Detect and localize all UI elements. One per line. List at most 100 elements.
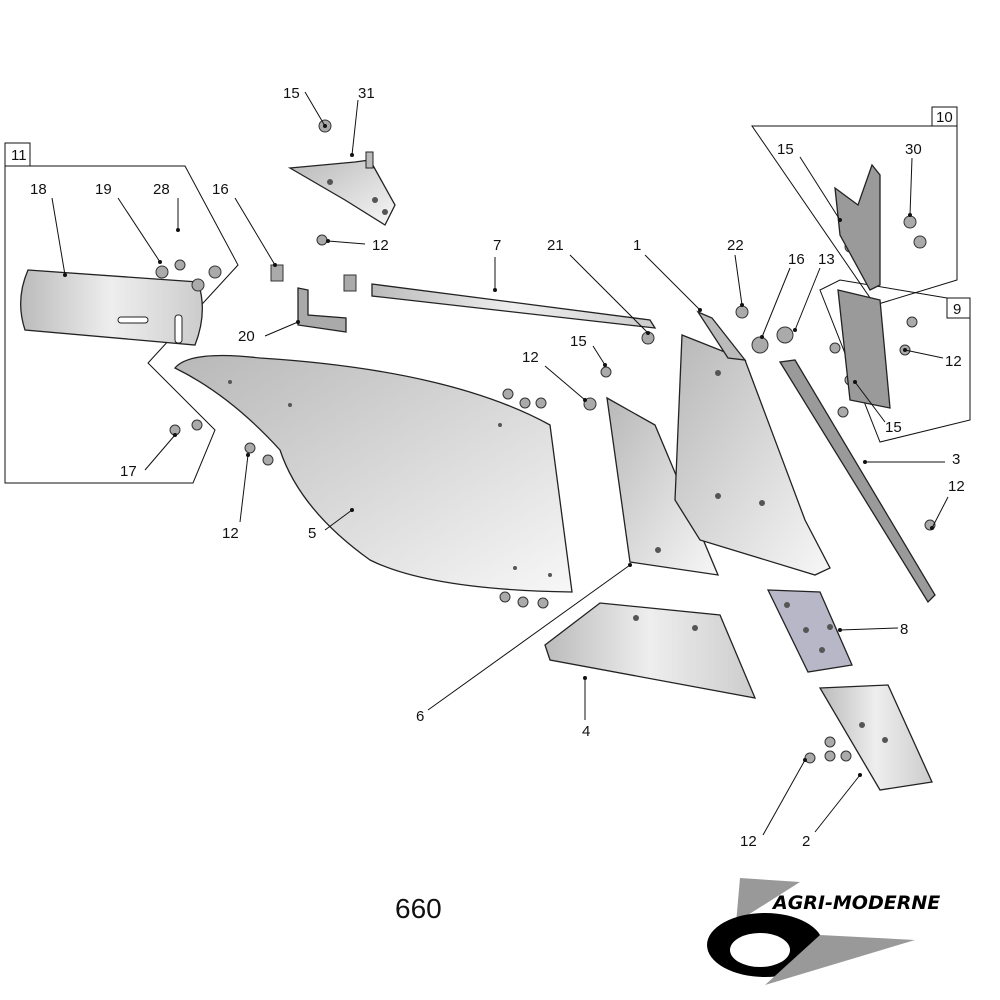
leader-arrowhead (603, 363, 607, 367)
leader-arrowhead (760, 335, 764, 339)
leader-arrowhead (173, 433, 177, 437)
part-1-frog (674, 310, 831, 576)
leader-line (854, 381, 886, 423)
brand-name: AGRI-MODERNE (771, 892, 940, 914)
leader-line (761, 267, 791, 338)
leader-arrowhead (158, 260, 162, 264)
leader-arrowhead (273, 263, 277, 267)
leader-line (427, 564, 631, 711)
leader-arrowhead (698, 308, 702, 312)
leader-arrowhead (838, 628, 842, 632)
leader-line (644, 254, 701, 311)
leader-line (351, 99, 359, 156)
callout-7: 7 (493, 237, 501, 254)
callout-12: 12 (945, 353, 962, 370)
callout-31: 31 (358, 85, 375, 102)
leader-arrowhead (803, 758, 807, 762)
part-4-share (544, 602, 757, 699)
callout-4: 4 (582, 723, 590, 740)
part-20-bracket (297, 287, 347, 333)
leader-line (904, 349, 944, 359)
leader-line (144, 434, 176, 471)
leader-arrowhead (296, 320, 300, 324)
leader-arrowhead (838, 218, 842, 222)
leader-arrowhead (323, 124, 327, 128)
leader-line (799, 156, 841, 221)
part-5-mouldboard (173, 354, 573, 593)
callout-3: 3 (952, 451, 960, 468)
part-31-bracket (287, 151, 396, 226)
leader-line (51, 197, 66, 276)
leader-arrowhead (176, 228, 180, 232)
leader-arrowhead (628, 563, 632, 567)
leader-arrowhead (350, 153, 354, 157)
leader-line (304, 91, 326, 127)
callout-5: 5 (308, 525, 316, 542)
part-3-bar (778, 359, 936, 604)
callout-30: 30 (905, 141, 922, 158)
part-9-plate (837, 289, 891, 409)
callout-2: 2 (802, 833, 810, 850)
leader-line (794, 267, 821, 331)
logo-swoosh-top (735, 878, 800, 935)
leader-line (117, 197, 161, 263)
leader-arrowhead (903, 348, 907, 352)
leader-arrowhead (740, 303, 744, 307)
leader-line (324, 509, 353, 531)
leader-arrowhead (863, 460, 867, 464)
leader-arrowhead (583, 676, 587, 680)
leader-arrowhead (583, 398, 587, 402)
callout-17: 17 (120, 463, 137, 480)
leader-line (814, 774, 861, 833)
callout-6: 6 (416, 708, 424, 725)
callout-15: 15 (283, 85, 300, 102)
callout-21: 21 (547, 237, 564, 254)
callout-1: 1 (633, 237, 641, 254)
leader-arrowhead (246, 453, 250, 457)
part-2-point (818, 684, 933, 791)
leader-arrowhead (908, 213, 912, 217)
callout-8: 8 (900, 621, 908, 638)
leader-arrowhead (930, 526, 934, 530)
group-label-9: 9 (953, 301, 961, 318)
leader-line (592, 345, 606, 366)
group-label-10: 10 (936, 109, 953, 126)
leader-arrowhead (350, 508, 354, 512)
leader-line (839, 627, 899, 631)
callout-22: 22 (727, 237, 744, 254)
callout-16: 16 (788, 251, 805, 268)
callout-12: 12 (740, 833, 757, 850)
callout-16: 16 (212, 181, 229, 198)
callout-12: 12 (222, 525, 239, 542)
leader-line (264, 321, 299, 337)
part-8-plate (766, 589, 853, 673)
callout-28: 28 (153, 181, 170, 198)
callout-19: 19 (95, 181, 112, 198)
group-label-11: 11 (11, 147, 27, 164)
leader-arrowhead (853, 380, 857, 384)
leader-line (234, 197, 276, 266)
page-number: 660 (395, 893, 442, 924)
leader-arrowhead (326, 239, 330, 243)
callout-20: 20 (238, 328, 255, 345)
part-18-sleeve (20, 269, 203, 346)
part-7-rod (371, 283, 657, 329)
leader-line (734, 254, 743, 306)
leader-line (569, 254, 649, 334)
callout-13: 13 (818, 251, 835, 268)
callout-18: 18 (30, 181, 47, 198)
callout-15: 15 (885, 419, 902, 436)
leader-line (327, 240, 366, 245)
leader-line (909, 157, 913, 216)
leader-arrowhead (793, 328, 797, 332)
leader-arrowhead (63, 273, 67, 277)
group-11-outline (4, 142, 239, 484)
brand-logo: AGRI-MODERNE (707, 878, 940, 985)
callout-12: 12 (372, 237, 389, 254)
callout-15: 15 (570, 333, 587, 350)
callout-12: 12 (948, 478, 965, 495)
leader-arrowhead (493, 288, 497, 292)
leader-line (931, 496, 949, 529)
